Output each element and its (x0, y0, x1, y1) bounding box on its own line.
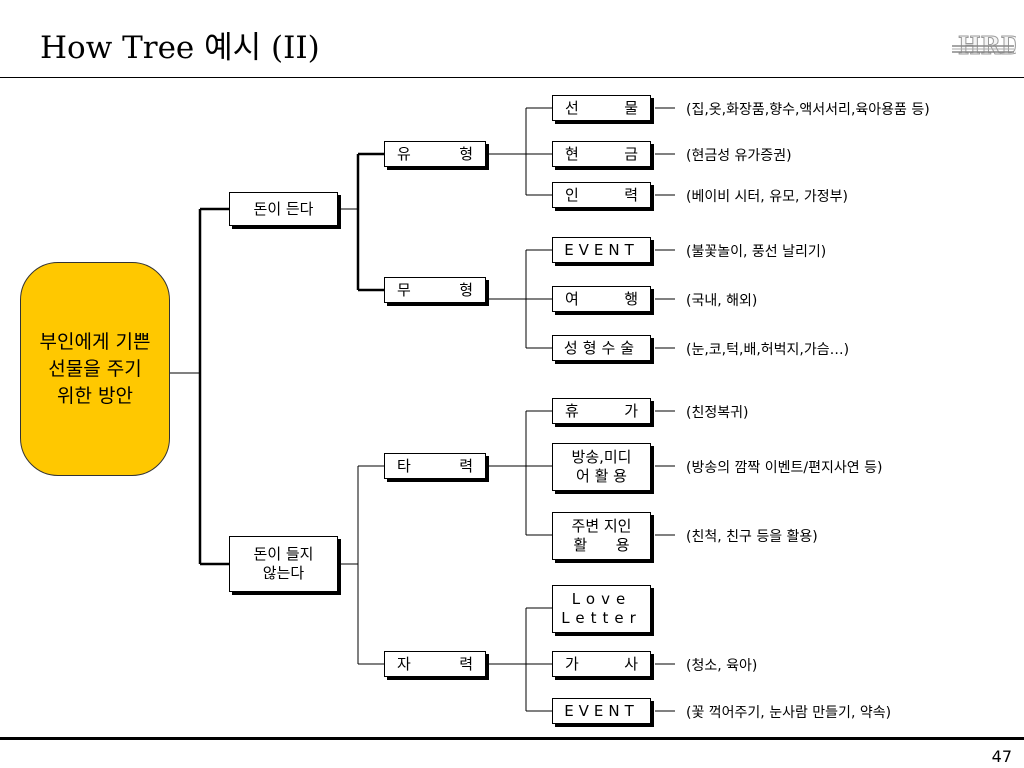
note-cash: (현금성 유가증권) (686, 148, 792, 164)
note-housework: (청소, 육아) (686, 658, 758, 674)
slide-title: How Tree 예시 (II) (40, 30, 320, 66)
leaf-plastic-surgery: 성형수술 (552, 335, 651, 361)
branch-costs-money: 돈이 든다 (229, 192, 338, 226)
root-node: 부인에게 기쁜 선물을 주기 위한 방안 (20, 262, 170, 476)
branch-no-cost: 돈이 들지 않는다 (229, 536, 338, 592)
leaf-love-letter: Love Letter (552, 585, 651, 633)
note-event-2: (꽃 꺽어주기, 눈사람 만들기, 약속) (686, 705, 892, 721)
root-line-1: 부인에게 기쁜 (39, 330, 151, 353)
root-line-3: 위한 방안 (57, 384, 133, 407)
page-number: 47 (991, 747, 1012, 766)
note-plastic-surgery: (눈,코,턱,배,허벅지,가슴…) (686, 342, 850, 358)
note-manpower: (베이비 시터, 유모, 가정부) (686, 189, 848, 205)
hrd-logo: HRD (952, 31, 1016, 61)
note-vacation: (친정복귀) (686, 405, 749, 421)
note-broadcast-media: (방송의 깜짝 이벤트/편지사연 등) (686, 460, 883, 476)
note-acquaintances: (친척, 친구 등을 활용) (686, 529, 818, 545)
leaf-event: EVENT (552, 237, 651, 263)
title-divider (0, 77, 1024, 78)
leaf-acquaintances: 주변 지인 활 용 (552, 512, 651, 560)
leaf-broadcast-media: 방송,미디 어 활 용 (552, 443, 651, 491)
root-line-2: 선물을 주기 (48, 357, 142, 380)
note-event: (불꽃놀이, 풍선 날리기) (686, 244, 827, 260)
note-gift: (집,옷,화장품,향수,액서서리,육아용품 등) (686, 102, 930, 118)
leaf-event-2: EVENT (552, 698, 651, 724)
note-travel: (국내, 해외) (686, 293, 758, 309)
footer-divider (0, 737, 1024, 740)
